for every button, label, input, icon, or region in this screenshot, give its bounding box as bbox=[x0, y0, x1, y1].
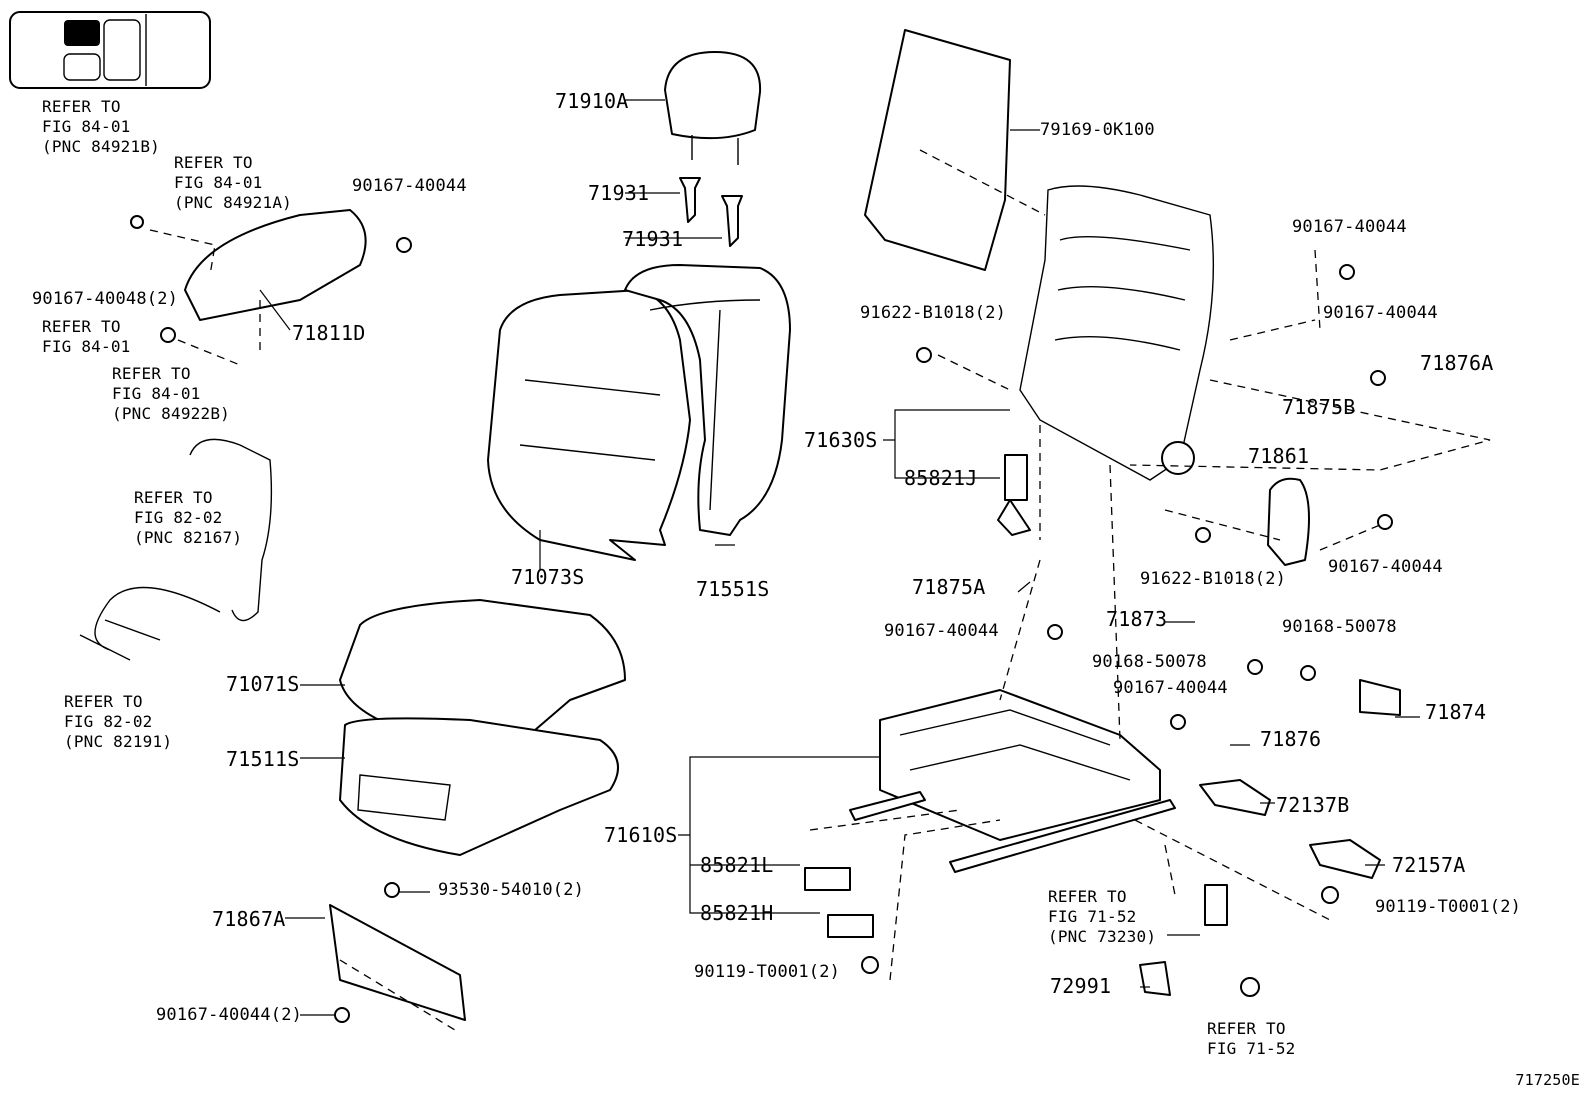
seat-cushion-drawing bbox=[339, 599, 626, 856]
leader-lines bbox=[259, 99, 1420, 1016]
part-label: 93530-54010(2) bbox=[438, 880, 585, 900]
part-label: 85821H bbox=[700, 901, 774, 925]
part-label: 90167-40048(2) bbox=[32, 289, 179, 309]
part-label: 90167-40044 bbox=[1113, 678, 1228, 698]
refer-line: FIG 82-02 bbox=[64, 712, 153, 731]
refer-line: FIG 71-52 bbox=[1207, 1039, 1296, 1058]
part-label: 90167-40044 bbox=[1328, 557, 1443, 577]
wire-harness-drawing bbox=[79, 438, 273, 661]
refer-line: FIG 84-01 bbox=[42, 117, 131, 136]
part-label: 90167-40044 bbox=[1323, 303, 1438, 323]
refer-note-fig84-84922b: REFER TO FIG 84-01 (PNC 84922B) bbox=[112, 364, 230, 424]
part-label: 90167-40044 bbox=[1292, 217, 1407, 237]
part-label: 71511S bbox=[226, 747, 300, 771]
part-label: 71931 bbox=[622, 227, 684, 251]
refer-line: REFER TO bbox=[64, 692, 143, 711]
part-label: 72157A bbox=[1392, 853, 1466, 877]
part-label: 91622-B1018(2) bbox=[860, 303, 1007, 323]
refer-line: FIG 84-01 bbox=[112, 384, 201, 403]
fastener-drawings bbox=[130, 215, 1393, 1023]
refer-line: FIG 82-02 bbox=[134, 508, 223, 527]
part-label: 71867A bbox=[212, 907, 286, 931]
refer-line: FIG 84-01 bbox=[42, 337, 131, 356]
refer-line: REFER TO bbox=[134, 488, 213, 507]
refer-note-fig71-73230: REFER TO FIG 71-52 (PNC 73230) bbox=[1048, 887, 1156, 947]
refer-note-fig84: REFER TO FIG 84-01 bbox=[42, 317, 131, 357]
seat-track-drawing bbox=[849, 689, 1176, 873]
refer-note-fig84-84921a: REFER TO FIG 84-01 (PNC 84921A) bbox=[174, 153, 292, 213]
part-label: 71873 bbox=[1106, 607, 1168, 631]
diagram-id: 717250E bbox=[1515, 1071, 1580, 1089]
seatback-pad-drawing bbox=[487, 264, 791, 561]
part-label: 71876 bbox=[1260, 727, 1322, 751]
refer-line: REFER TO bbox=[1207, 1019, 1286, 1038]
small-parts-drawing bbox=[184, 209, 1401, 1021]
part-label: 71874 bbox=[1425, 700, 1487, 724]
part-label: 71910A bbox=[555, 89, 629, 113]
refer-line: (PNC 73230) bbox=[1048, 927, 1157, 946]
part-label: 71630S bbox=[804, 428, 878, 452]
refer-line: (PNC 84921B) bbox=[42, 137, 160, 156]
part-label: 72137B bbox=[1276, 793, 1350, 817]
refer-line: (PNC 82167) bbox=[134, 528, 243, 547]
refer-note-fig82-82167: REFER TO FIG 82-02 (PNC 82167) bbox=[134, 488, 242, 548]
refer-line: REFER TO bbox=[112, 364, 191, 383]
part-label: 90167-40044(2) bbox=[156, 1005, 303, 1025]
refer-line: REFER TO bbox=[1048, 887, 1127, 906]
seatback-frame-drawing bbox=[864, 29, 1215, 481]
refer-line: FIG 71-52 bbox=[1048, 907, 1137, 926]
refer-line: REFER TO bbox=[42, 97, 121, 116]
refer-line: REFER TO bbox=[42, 317, 121, 336]
part-label: 71071S bbox=[226, 672, 300, 696]
motor-drawings bbox=[804, 454, 1031, 938]
assembly-lines bbox=[149, 149, 1491, 1031]
part-label: 71861 bbox=[1248, 444, 1310, 468]
part-label: 71610S bbox=[604, 823, 678, 847]
refer-line: REFER TO bbox=[174, 153, 253, 172]
refer-note-fig84-84921b: REFER TO FIG 84-01 (PNC 84921B) bbox=[42, 97, 160, 157]
refer-note-fig71: REFER TO FIG 71-52 bbox=[1207, 1019, 1296, 1059]
refer-note-fig82-82191: REFER TO FIG 82-02 (PNC 82191) bbox=[64, 692, 172, 752]
part-label: 90168-50078 bbox=[1092, 652, 1207, 672]
part-label: 71931 bbox=[588, 181, 650, 205]
part-label: 72991 bbox=[1050, 974, 1112, 998]
part-label: 90119-T0001(2) bbox=[694, 962, 841, 982]
refer-line: FIG 84-01 bbox=[174, 173, 263, 192]
headrest-drawing bbox=[664, 51, 762, 247]
part-label: 90119-T0001(2) bbox=[1375, 897, 1522, 917]
part-label: 90167-40044 bbox=[352, 176, 467, 196]
refer-line: (PNC 82191) bbox=[64, 732, 173, 751]
part-label: 71811D bbox=[292, 321, 366, 345]
part-label: 71875A bbox=[912, 575, 986, 599]
part-label: 71876A bbox=[1420, 351, 1494, 375]
part-label: 90167-40044 bbox=[884, 621, 999, 641]
seat-locator-icon bbox=[9, 11, 211, 89]
part-label: 90168-50078 bbox=[1282, 617, 1397, 637]
refer-line: (PNC 84921A) bbox=[174, 193, 292, 212]
part-label: 85821L bbox=[700, 853, 774, 877]
part-label: 71073S bbox=[511, 565, 585, 589]
refer-line: (PNC 84922B) bbox=[112, 404, 230, 423]
part-label: 71551S bbox=[696, 577, 770, 601]
part-label: 85821J bbox=[904, 466, 978, 490]
part-label: 71875B bbox=[1282, 395, 1356, 419]
part-label: 91622-B1018(2) bbox=[1140, 569, 1287, 589]
part-label: 79169-0K100 bbox=[1040, 120, 1155, 140]
